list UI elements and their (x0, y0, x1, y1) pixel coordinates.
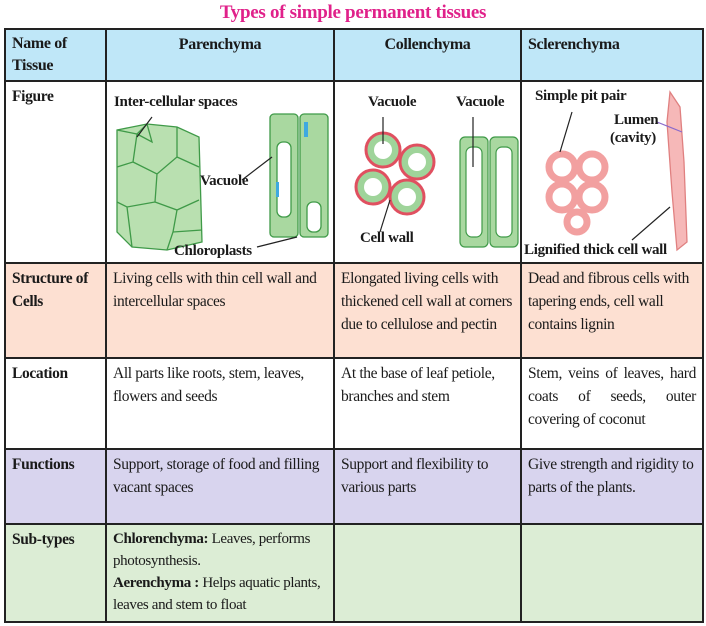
page-title: Types of simple permanent tissues (219, 2, 487, 23)
structure-row: Structure of Cells Living cells with thi… (4, 262, 704, 359)
header-sclerenchyma: Sclerenchyma (520, 28, 704, 82)
functions-row: Functions Support, storage of food and f… (4, 448, 704, 525)
cell-subtypes-collenchyma (333, 523, 522, 623)
sclerenchyma-illustration (545, 90, 688, 252)
row-label-structure: Structure of Cells (4, 262, 107, 359)
header-name-of-tissue: Name of Tissue (4, 28, 107, 82)
header-collenchyma: Collenchyma (333, 28, 522, 82)
label-vacuole-1: Vacuole (368, 94, 417, 110)
cell-structure-collenchyma: Elongated living cells with thickened ce… (333, 262, 522, 359)
cell-location-sclerenchyma: Stem, veins of leaves, hard coats of see… (520, 357, 704, 450)
row-label-location: Location (4, 357, 107, 450)
label-lumen: Lumen (614, 112, 659, 128)
subtype-aerenchyma-desc: Helps aquatic plants, leaves and stem to… (113, 575, 321, 613)
header-row: Name of Tissue Parenchyma Collenchyma Sc… (4, 28, 704, 82)
cell-structure-sclerenchyma: Dead and fibrous cells with tapering end… (520, 262, 704, 359)
cell-functions-sclerenchyma: Give strength and rigidity to parts of t… (520, 448, 704, 525)
figure-row: Figure Inter-cellular sp (4, 80, 704, 264)
cell-functions-collenchyma: Support and flexibility to various parts (333, 448, 522, 525)
sclerenchyma-figure: Simple pit pair Lumen (cavity) Lignified… (520, 80, 704, 264)
label-simple-pit-pair: Simple pit pair (535, 88, 627, 104)
row-label-subtypes: Sub-types (4, 523, 107, 623)
collenchyma-figure: Vacuole Vacuole Cell wall (333, 80, 522, 264)
subtypes-row: Sub-types Chlorenchyma: Leaves, performs… (4, 523, 704, 623)
cell-subtypes-sclerenchyma (520, 523, 704, 623)
subtype-aerenchyma-name: Aerenchyma : (113, 575, 199, 591)
cell-functions-parenchyma: Support, storage of food and filling vac… (105, 448, 335, 525)
collenchyma-illustration (354, 117, 519, 248)
parenchyma-figure: Inter-cellular spaces Vacuole Chloroplas… (105, 80, 335, 264)
parenchyma-illustration (116, 113, 329, 251)
subtype-chlorenchyma-name: Chlorenchyma: (113, 531, 209, 547)
cell-location-collenchyma: At the base of leaf petiole, branches an… (333, 357, 522, 450)
row-label-figure: Figure (4, 80, 107, 264)
label-chloroplasts: Chloroplasts (174, 243, 252, 259)
label-lignified-thick-cell-wall: Lignified thick cell wall (524, 242, 667, 258)
label-cavity: (cavity) (610, 130, 656, 146)
label-vacuole: Vacuole (200, 173, 249, 189)
label-vacuole-2: Vacuole (456, 94, 505, 110)
cell-location-parenchyma: All parts like roots, stem, leaves, flow… (105, 357, 335, 450)
subtype-chlorenchyma-desc: Leaves, performs photosynthesis. (113, 531, 311, 569)
cell-structure-parenchyma: Living cells with thin cell wall and int… (105, 262, 335, 359)
header-parenchyma: Parenchyma (105, 28, 335, 82)
location-row: Location All parts like roots, stem, lea… (4, 357, 704, 450)
label-cell-wall: Cell wall (360, 230, 414, 246)
row-label-functions: Functions (4, 448, 107, 525)
cell-subtypes-parenchyma: Chlorenchyma: Leaves, performs photosynt… (105, 523, 335, 623)
label-intercellular-spaces: Inter-cellular spaces (114, 94, 238, 110)
tissue-table: Name of Tissue Parenchyma Collenchyma Sc… (4, 28, 704, 623)
